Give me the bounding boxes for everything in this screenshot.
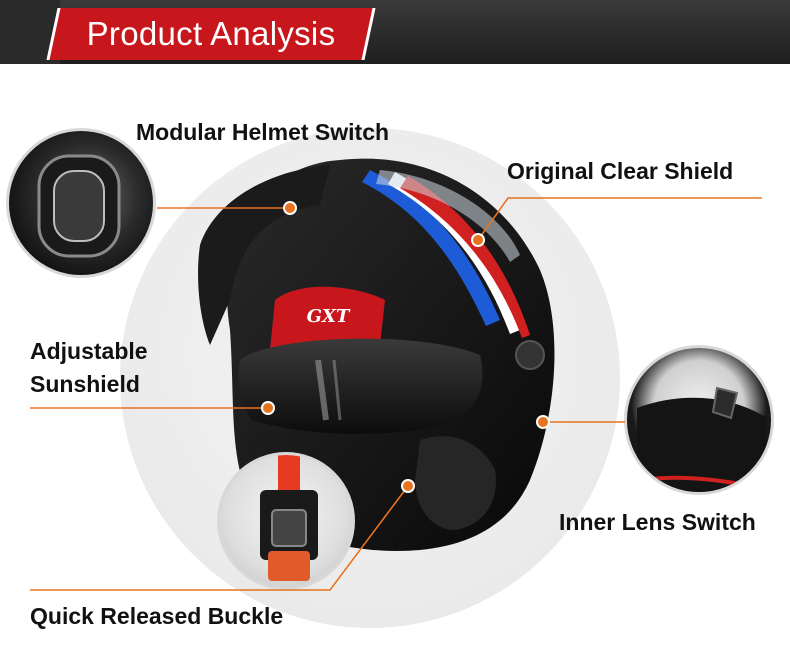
callout-dot-sunshield bbox=[261, 401, 275, 415]
callout-line-buckle bbox=[30, 485, 409, 591]
stripe-red bbox=[400, 176, 530, 338]
inset-modular-switch bbox=[6, 128, 156, 278]
callout-dot-inner-lens bbox=[536, 415, 550, 429]
helmet-logo: GXT bbox=[307, 306, 351, 327]
page-title: Product Analysis bbox=[86, 15, 336, 52]
stripe-blue bbox=[362, 170, 500, 326]
clear-shield bbox=[376, 170, 520, 262]
inset-inner-lens-switch bbox=[624, 345, 774, 495]
callout-dot-modular bbox=[283, 201, 297, 215]
callout-line-clear-shield bbox=[477, 197, 762, 241]
side-switch bbox=[515, 340, 545, 370]
chin-bar bbox=[198, 165, 330, 345]
label-inner-lens-switch: Inner Lens Switch bbox=[559, 509, 756, 535]
inner-liner bbox=[270, 286, 385, 350]
label-adjustable: Adjustable bbox=[30, 338, 148, 364]
label-sunshield: Sunshield bbox=[30, 371, 140, 397]
sun-visor bbox=[238, 338, 483, 434]
callout-dot-buckle bbox=[401, 479, 415, 493]
cheek-pad bbox=[415, 436, 496, 530]
label-original-clear-shield: Original Clear Shield bbox=[507, 158, 734, 184]
label-modular-helmet-switch: Modular Helmet Switch bbox=[136, 119, 390, 145]
callout-dot-clear-shield bbox=[471, 233, 485, 247]
inset-quick-buckle bbox=[217, 452, 355, 590]
label-quick-released-buckle: Quick Released Buckle bbox=[30, 603, 284, 629]
